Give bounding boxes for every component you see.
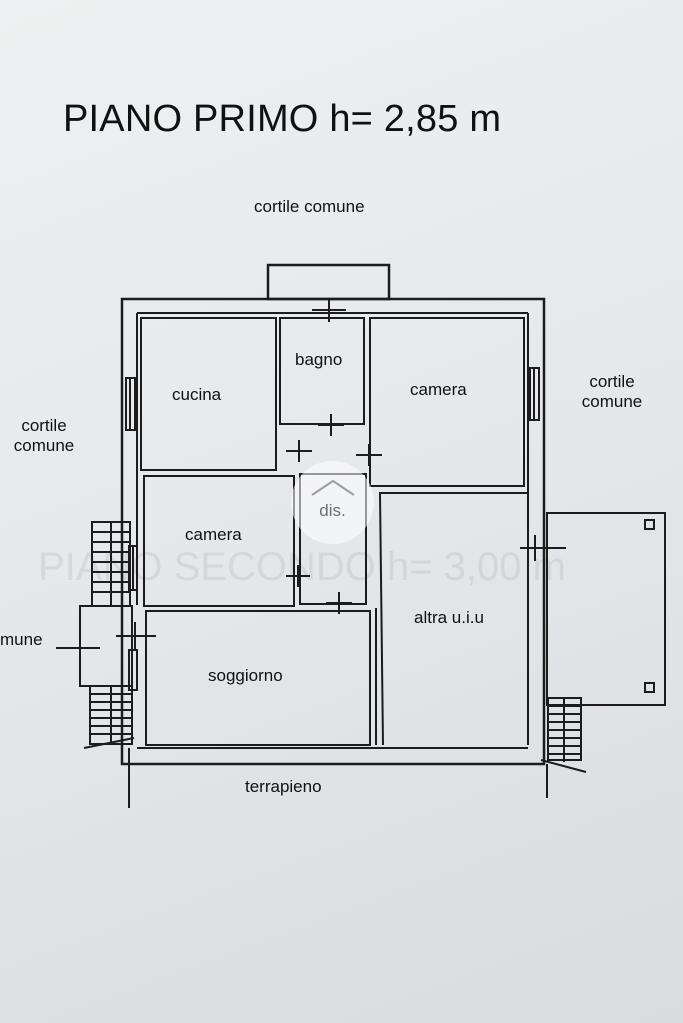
watermark-text: dis. (319, 501, 346, 520)
label-terrapieno: terrapieno (245, 777, 322, 796)
room-camera-left (143, 475, 295, 607)
label-cortile-right: cortile comune (572, 372, 652, 411)
terrace-right (546, 512, 666, 706)
room-label-camera-right: camera (410, 380, 467, 399)
label-cortile-right-2: comune (581, 391, 643, 411)
room-bagno (279, 317, 365, 425)
watermark-badge: dis. (291, 461, 374, 544)
room-altra-uiu (378, 492, 528, 746)
room-soggiorno (145, 610, 371, 746)
house-icon (311, 479, 355, 496)
label-cortile-right-1: cortile (589, 372, 635, 391)
room-label-cucina: cucina (172, 385, 222, 404)
room-camera-right (369, 317, 525, 487)
room-label-bagno: bagno (295, 350, 343, 369)
room-label-camera-left: camera (185, 525, 242, 544)
label-cortile-left: cortile comune (4, 416, 84, 455)
room-label-altra-uiu: altra u.i.u (414, 608, 484, 627)
room-label-soggiorno: soggiorno (208, 666, 283, 685)
balcony-top (266, 263, 391, 301)
label-cortile-top: cortile comune (254, 197, 365, 216)
label-cortile-left-1: cortile (21, 416, 67, 435)
page-title: PIANO PRIMO h= 2,85 m (63, 98, 502, 140)
label-comune-cut: mune (0, 630, 43, 649)
label-cortile-left-2: comune (13, 435, 75, 455)
landing-left (79, 605, 133, 687)
room-cucina (140, 317, 277, 471)
